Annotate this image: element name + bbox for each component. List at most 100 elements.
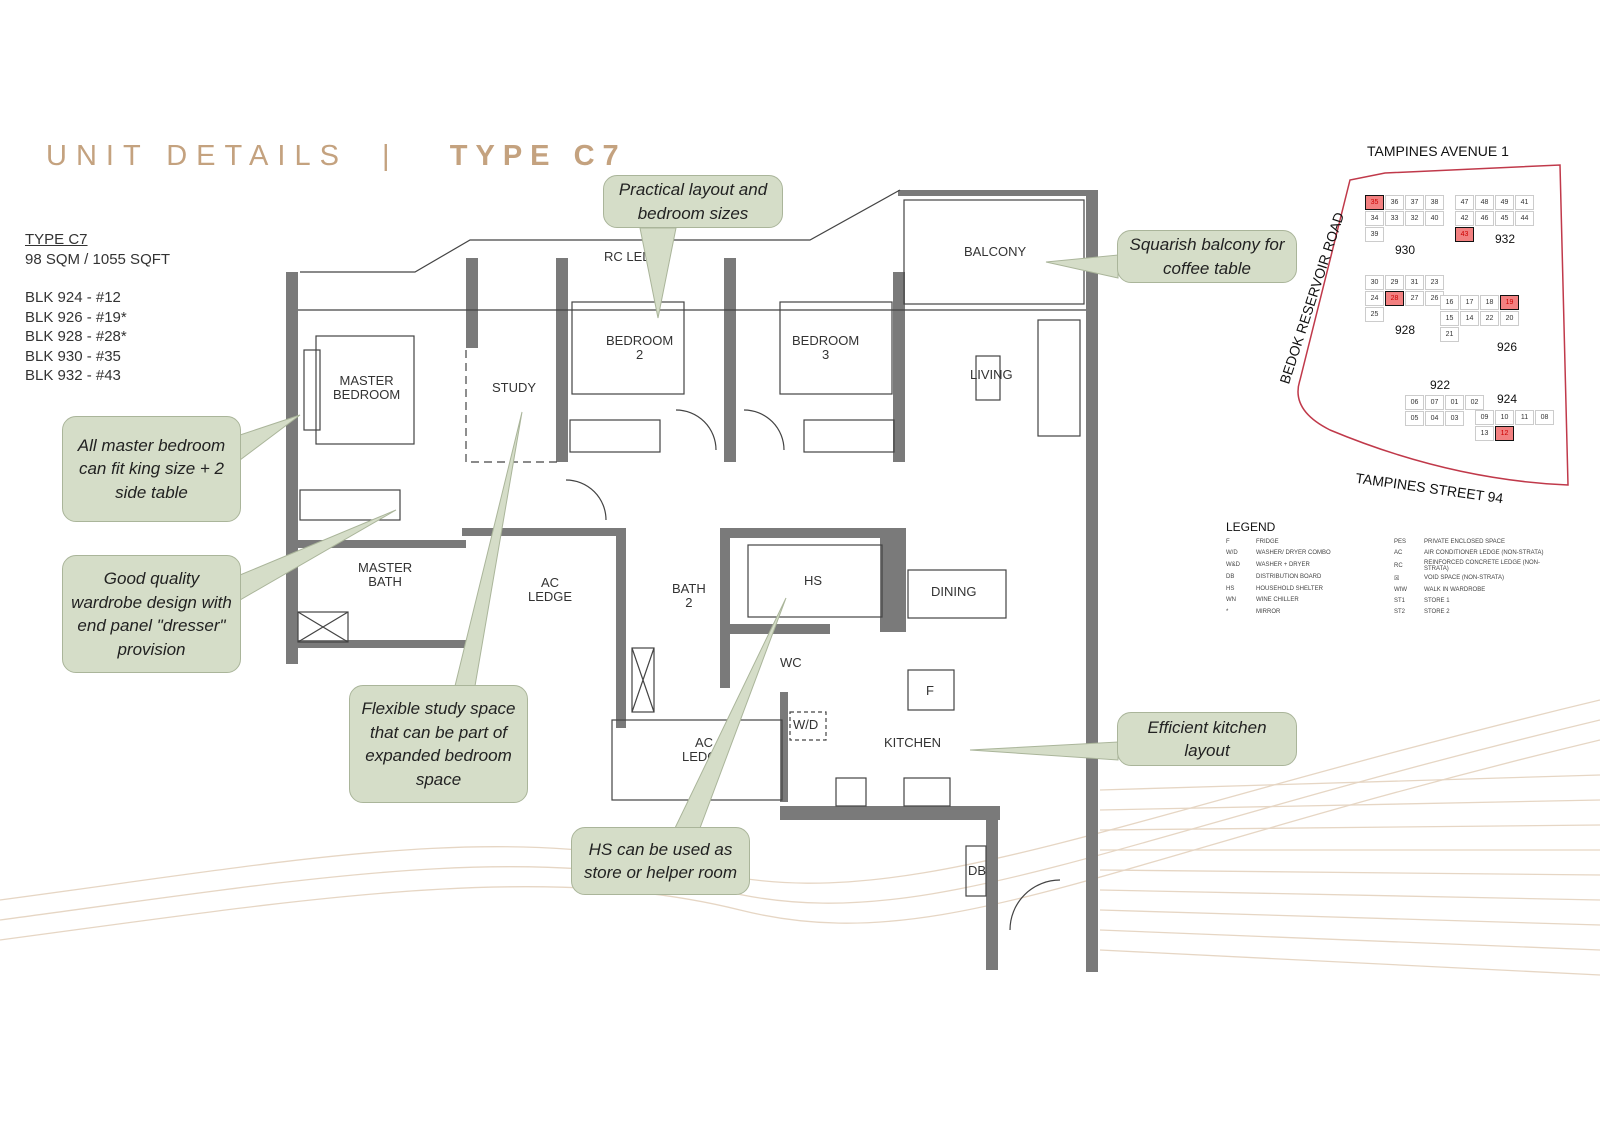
legend-row: W&D WASHER + DRYER xyxy=(1226,560,1394,572)
unit: 21 xyxy=(1440,327,1459,342)
unit: 07 xyxy=(1425,395,1444,410)
room-living: LIVING xyxy=(970,367,1013,382)
room-fridge: F xyxy=(926,683,934,698)
legend-row: WIW WALK IN WARDROBE xyxy=(1394,585,1562,596)
unit: 37 xyxy=(1405,195,1424,210)
legend-value: VOID SPACE (NON-STRATA) xyxy=(1424,575,1505,582)
block-list: BLK 924 - #12 BLK 926 - #19* BLK 928 - #… xyxy=(25,288,170,386)
unit: 30 xyxy=(1365,275,1384,290)
legend-value: WINE CHILLER xyxy=(1256,597,1299,604)
legend-value: MIRROR xyxy=(1256,609,1281,616)
block-label: 928 xyxy=(1395,323,1416,337)
unit-type: TYPE C7 xyxy=(25,231,88,248)
unit: 40 xyxy=(1425,211,1444,226)
unit: 42 xyxy=(1455,211,1474,226)
block-label: 932 xyxy=(1495,232,1516,246)
unit: 27 xyxy=(1405,291,1424,306)
legend-key: W&D xyxy=(1226,562,1240,569)
room-bedroom-3: BEDROOM 3 xyxy=(792,333,860,362)
callout-flexible-study: Flexible study space that can be part of… xyxy=(349,685,528,803)
legend-value: HOUSEHOLD SHELTER xyxy=(1256,585,1323,592)
block-label: 924 xyxy=(1497,392,1518,406)
room-ac-ledge: AC LEDGE xyxy=(528,575,573,604)
unit-area: 98 SQM / 1055 SQFT xyxy=(25,250,171,268)
unit-highlighted: 28 xyxy=(1385,291,1404,306)
room-kitchen: KITCHEN xyxy=(884,735,942,750)
unit: 18 xyxy=(1480,295,1499,310)
unit: 23 xyxy=(1425,275,1444,290)
road-north: TAMPINES AVENUE 1 xyxy=(1367,143,1509,159)
legend-key: AC xyxy=(1394,549,1403,556)
unit: 45 xyxy=(1495,211,1514,226)
unit: 05 xyxy=(1405,411,1424,426)
unit: 13 xyxy=(1475,426,1494,441)
legend-value: WALK IN WARDROBE xyxy=(1424,586,1486,593)
unit: 47 xyxy=(1455,195,1474,210)
room-master-bath: MASTER BATH xyxy=(358,560,413,589)
legend-value: AIR CONDITIONER LEDGE (NON-STRATA) xyxy=(1424,549,1544,556)
unit: 25 xyxy=(1365,307,1384,322)
legend-key: RC xyxy=(1394,562,1403,569)
unit: 09 xyxy=(1475,410,1494,425)
legend-title: LEGEND xyxy=(1226,520,1276,534)
unit-highlighted: 12 xyxy=(1495,426,1514,441)
legend-key: * xyxy=(1226,609,1229,616)
unit-info: TYPE C7 98 SQM / 1055 SQFT BLK 924 - #12… xyxy=(25,230,170,386)
room-wc: WC xyxy=(780,655,802,670)
legend-value: WASHER + DRYER xyxy=(1256,562,1310,569)
unit-highlighted: 35 xyxy=(1365,195,1384,210)
room-hs: HS xyxy=(804,573,823,588)
unit: 17 xyxy=(1460,295,1479,310)
unit: 11 xyxy=(1515,410,1534,425)
legend-key: W/D xyxy=(1226,550,1238,557)
block-item: BLK 930 - #35 xyxy=(25,347,121,365)
block-label: 922 xyxy=(1430,378,1451,392)
legend-row: WN WINE CHILLER xyxy=(1226,596,1394,608)
legend-value: REINFORCED CONCRETE LEDGE (NON-STRATA) xyxy=(1424,559,1541,572)
unit: 38 xyxy=(1425,195,1444,210)
unit: 14 xyxy=(1460,311,1479,326)
block-item: BLK 928 - #28* xyxy=(25,328,127,345)
legend-key: ☒ xyxy=(1394,575,1400,582)
unit: 15 xyxy=(1440,311,1459,326)
unit: 39 xyxy=(1365,227,1384,242)
unit: 06 xyxy=(1405,395,1424,410)
unit: 22 xyxy=(1480,311,1499,326)
legend-key: F xyxy=(1226,538,1230,545)
unit-highlighted: 43 xyxy=(1455,227,1474,242)
legend-row: ☒ VOID SPACE (NON-STRATA) xyxy=(1394,574,1562,585)
room-washer-dryer: W/D xyxy=(793,717,819,732)
room-study: STUDY xyxy=(492,380,537,395)
legend-key: WN xyxy=(1226,597,1236,604)
legend-value: WASHER/ DRYER COMBO xyxy=(1256,550,1331,557)
block-label: 930 xyxy=(1395,243,1416,257)
page-title: UNIT DETAILS | TYPE C7 xyxy=(46,140,627,172)
legend-key: DB xyxy=(1226,573,1235,580)
block-item: BLK 924 - #12 xyxy=(25,289,121,306)
callout-balcony: Squarish balcony for coffee table xyxy=(1117,230,1297,283)
unit: 33 xyxy=(1385,211,1404,226)
legend-row: RC REINFORCED CONCRETE LEDGE (NON-STRATA) xyxy=(1394,560,1562,574)
unit: 46 xyxy=(1475,211,1494,226)
unit-highlighted: 19 xyxy=(1500,295,1519,310)
legend-key: WIW xyxy=(1394,586,1407,593)
unit: 41 xyxy=(1515,195,1534,210)
legend-value: STORE 1 xyxy=(1424,597,1450,604)
unit: 20 xyxy=(1500,311,1519,326)
unit: 44 xyxy=(1515,211,1534,226)
room-bath-2: BATH 2 xyxy=(672,581,706,610)
